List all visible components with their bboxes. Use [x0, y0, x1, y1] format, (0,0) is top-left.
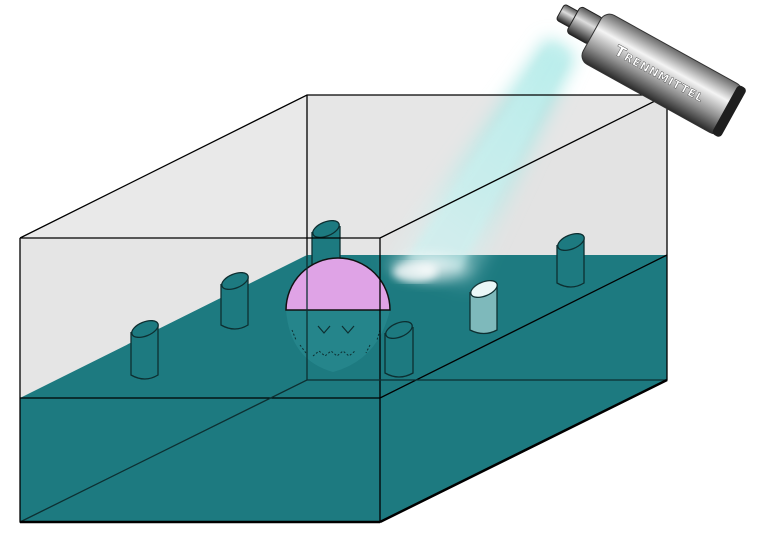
box-edges — [19, 94, 668, 524]
liquid-front-face — [20, 398, 380, 522]
model-dome — [285, 257, 391, 311]
cylinder-pin-icon — [384, 321, 414, 378]
liquid-right-face — [380, 255, 667, 522]
half-sphere-icon — [285, 257, 391, 372]
model-submerged — [286, 310, 390, 372]
spray-cloud — [382, 38, 575, 288]
cylinder-pin-icon — [130, 320, 159, 380]
cylinder-pin-icon — [220, 272, 249, 330]
cylinder-pin-icon — [556, 233, 585, 288]
cylinder-pin-icon — [469, 280, 498, 335]
